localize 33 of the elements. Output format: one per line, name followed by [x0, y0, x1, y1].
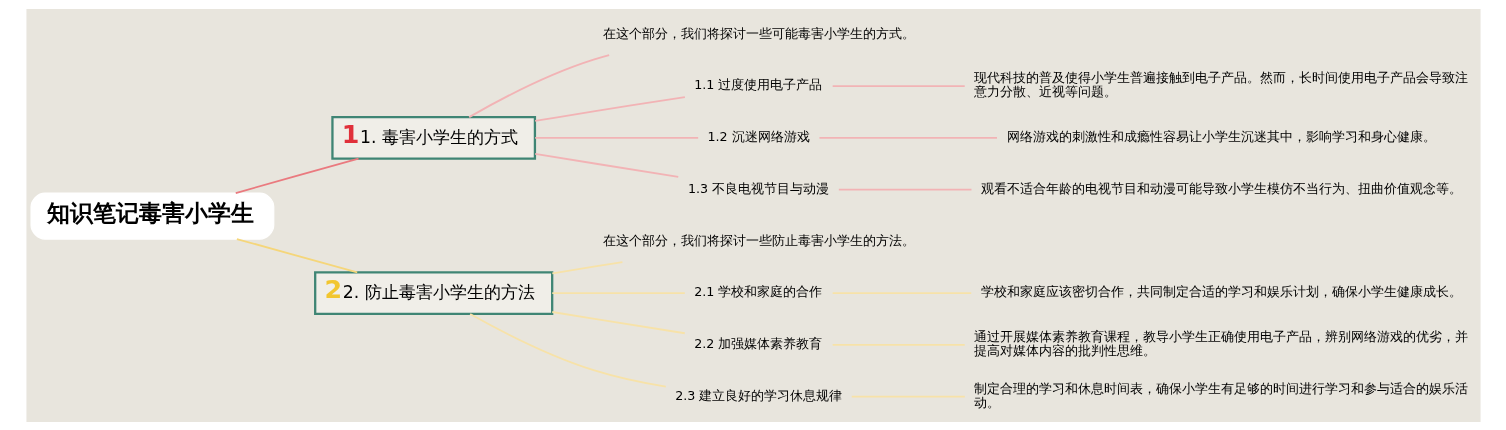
- node-text: 在这个部分，我们将探讨一些防止毒害小学生的方法。: [602, 232, 915, 248]
- connector: [533, 152, 679, 178]
- connector: [468, 312, 667, 388]
- node-text: 2.2 加强媒体素养教育: [693, 335, 822, 351]
- connector: [235, 237, 358, 273]
- node-text: 2.3 建立良好的学习休息规律: [674, 387, 842, 403]
- connector: [850, 395, 966, 398]
- node-text: 1.3 不良电视节目与动漫: [687, 180, 829, 196]
- node-text: 现代科技的普及使得小学生普遍接触到电子产品。然而，长时间使用电子产品会导致注意力分散、近视等问题。: [973, 69, 1468, 99]
- connector: [837, 188, 972, 191]
- node-text: 网络游戏的刺激性和成瘾性容易让小学生沉迷其中，影响学习和身心健康。: [1006, 128, 1436, 144]
- connector: [533, 136, 699, 139]
- connector: [467, 53, 610, 118]
- connector: [550, 260, 623, 274]
- connector: [831, 84, 966, 87]
- node-text: 1.2 沉迷网络游戏: [706, 128, 810, 144]
- connector: [550, 310, 686, 334]
- node-text: 学校和家庭应该密切合作，共同制定合适的学习和娱乐计划，确保小学生健康成长。: [980, 283, 1462, 299]
- node-box: 1 1. 毒害小学生的方式: [330, 115, 536, 160]
- connector: [831, 291, 972, 294]
- node-text: 制定合理的学习和休息时间表，确保小学生有足够的时间进行学习和参与适合的娱乐活动。: [973, 380, 1468, 410]
- node-text: 2.1 学校和家庭的合作: [693, 283, 822, 299]
- connector: [533, 95, 686, 122]
- node-box: 知识笔记毒害小学生: [29, 192, 274, 240]
- node-text: 在这个部分，我们将探讨一些可能毒害小学生的方式。: [602, 25, 915, 41]
- connector: [550, 291, 686, 294]
- connector: [831, 343, 966, 346]
- node-text: 通过开展媒体素养教育课程，教导小学生正确使用电子产品，辨别网络游戏的优劣，并提高对媒体内容的批判性思维。: [973, 328, 1468, 358]
- node-text: 1.1 过度使用电子产品: [693, 76, 822, 92]
- connector: [234, 157, 359, 194]
- node-text: 观看不适合年龄的电视节目和动漫可能导致小学生模仿不当行为、扭曲价值观念等。: [980, 180, 1462, 196]
- node-box: 2 2. 防止毒害小学生的方法: [313, 270, 553, 315]
- connector: [818, 136, 998, 139]
